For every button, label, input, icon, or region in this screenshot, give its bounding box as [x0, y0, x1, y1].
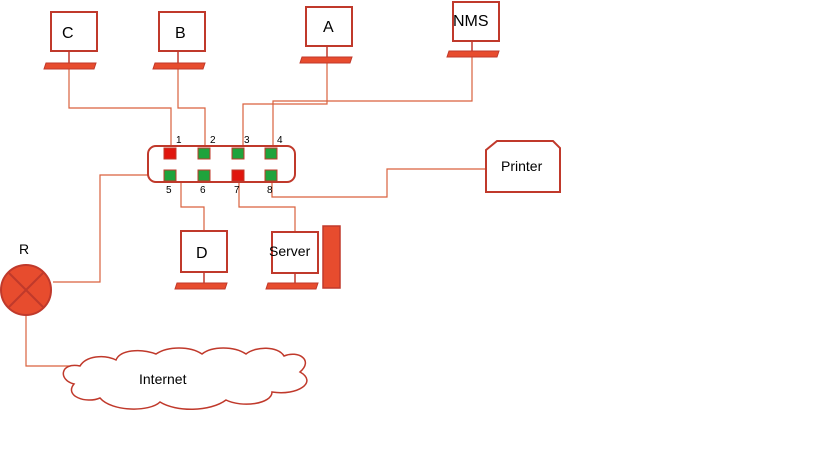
node-label-nms: NMS — [453, 13, 489, 30]
keyboard-icon — [446, 50, 500, 58]
node-label-router: R — [19, 241, 29, 257]
switch-port-label-2: 2 — [210, 135, 216, 146]
monitor-icon — [305, 6, 353, 47]
link-port5-router — [53, 174, 165, 283]
keyboard-icon — [43, 62, 97, 70]
switch-port-8[interactable] — [264, 169, 278, 182]
switch-port-label-7: 7 — [234, 185, 240, 196]
switch-port-5[interactable] — [163, 169, 177, 182]
printer-node[interactable]: Printer — [485, 140, 561, 193]
keyboard-icon — [299, 56, 353, 64]
node-label-server: Server — [269, 243, 311, 259]
switch-port-label-5: 5 — [166, 185, 172, 196]
keyboard-icon — [174, 282, 228, 290]
cloud-icon — [62, 347, 308, 410]
switch-ports: 1 2 3 4 5 6 7 8 — [163, 135, 283, 196]
link-a-port3 — [242, 62, 328, 147]
workstation-d[interactable]: D — [174, 230, 228, 290]
switch-port-label-8: 8 — [267, 185, 273, 196]
keyboard-icon — [265, 282, 319, 290]
workstation-nms[interactable]: NMS — [446, 1, 500, 58]
switch-port-label-6: 6 — [200, 185, 206, 196]
workstation-a[interactable]: A — [299, 6, 353, 64]
switch-port-3[interactable] — [231, 147, 245, 160]
node-label-c: C — [62, 25, 74, 42]
node-label-a: A — [323, 19, 334, 36]
switch-port-label-1: 1 — [176, 135, 182, 146]
switch-chassis — [147, 145, 296, 183]
router-cross-b — [8, 272, 44, 308]
network-switch[interactable]: 1 2 3 4 5 6 7 8 — [147, 135, 296, 196]
switch-port-label-3: 3 — [244, 135, 250, 146]
node-label-internet: Internet — [139, 371, 187, 387]
monitor-icon — [271, 231, 319, 274]
monitor-icon — [158, 11, 206, 52]
switch-port-label-4: 4 — [277, 135, 283, 146]
link-port7-server — [238, 183, 296, 232]
switch-port-2[interactable] — [197, 147, 211, 160]
server-tower-icon — [322, 225, 341, 289]
node-label-b: B — [175, 25, 186, 42]
monitor-icon — [452, 1, 500, 42]
link-b-port2 — [177, 68, 206, 147]
workstation-b[interactable]: B — [152, 11, 206, 70]
links — [25, 57, 487, 367]
node-label-printer: Printer — [501, 158, 543, 174]
link-c-port1 — [68, 68, 172, 147]
keyboard-icon — [152, 62, 206, 70]
switch-port-7[interactable] — [231, 169, 245, 182]
router-node[interactable]: R — [0, 241, 52, 316]
switch-port-6[interactable] — [197, 169, 211, 182]
internet-cloud[interactable]: Internet — [62, 347, 308, 410]
link-port8-printer — [271, 168, 487, 198]
switch-port-4[interactable] — [264, 147, 278, 160]
node-label-d: D — [196, 245, 208, 262]
printer-icon — [485, 140, 561, 193]
workstation-c[interactable]: C — [43, 11, 98, 70]
link-router-internet — [25, 316, 80, 367]
link-nms-port4 — [272, 57, 473, 147]
monitor-icon — [50, 11, 98, 52]
server-node[interactable]: Server — [265, 225, 341, 290]
switch-port-1[interactable] — [163, 147, 177, 160]
